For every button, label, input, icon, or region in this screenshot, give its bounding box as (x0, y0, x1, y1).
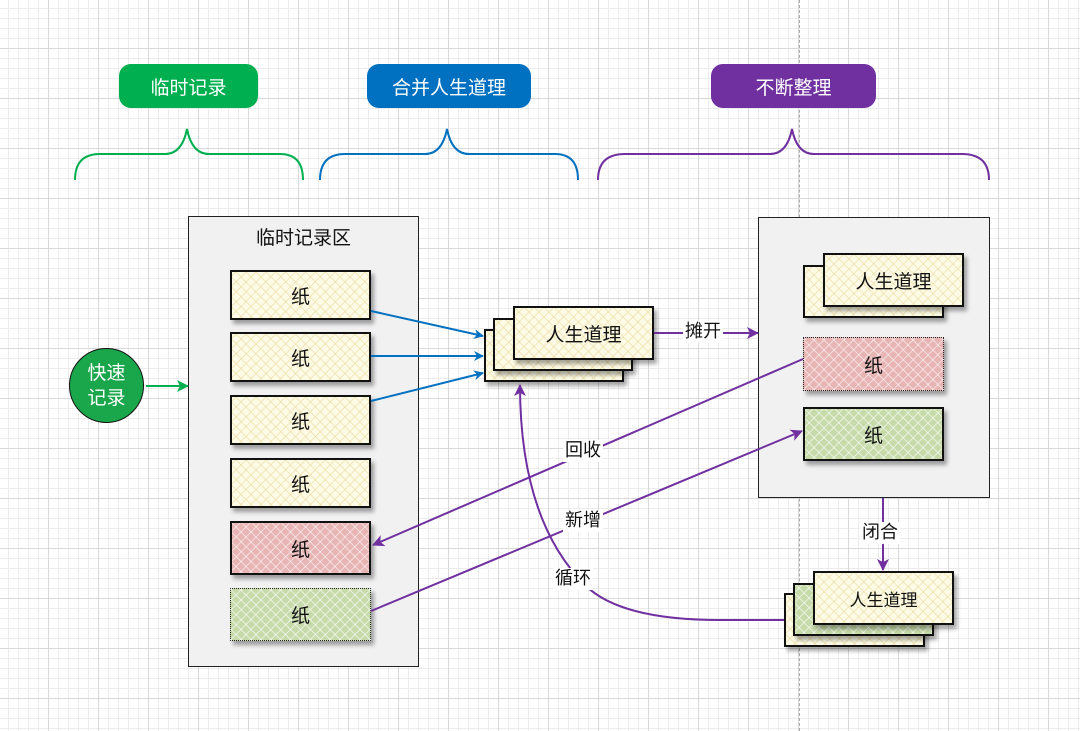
label-recycle: 回收 (563, 440, 603, 462)
arrow-merge-3 (370, 370, 484, 402)
brace-organize (597, 128, 990, 181)
temp-paper[interactable]: 纸 (230, 395, 371, 445)
organize-stack-front[interactable]: 人生道理 (823, 253, 964, 307)
brace-merge (319, 128, 579, 181)
quick-record-node[interactable]: 快速 记录 (69, 348, 144, 423)
closed-stack-front[interactable]: 人生道理 (813, 571, 954, 625)
temp-paper-recycled[interactable]: 纸 (230, 521, 371, 575)
temp-paper-new[interactable]: 纸 (230, 588, 371, 641)
label-close: 闭合 (860, 522, 900, 544)
arrow-merge-1 (370, 310, 484, 339)
label-add: 新增 (563, 510, 603, 532)
label-spread: 摊开 (683, 321, 723, 343)
phase-organize: 不断整理 (711, 64, 876, 108)
temp-paper[interactable]: 纸 (230, 458, 371, 508)
merged-stack-front[interactable]: 人生道理 (513, 306, 654, 360)
phase-temp-record: 临时记录 (119, 64, 258, 108)
label-loop: 循环 (553, 568, 593, 590)
organize-paper-recycle[interactable]: 纸 (803, 337, 944, 391)
quick-record-line1: 快速 (87, 361, 126, 384)
temp-area-title: 临时记录区 (255, 227, 351, 249)
temp-paper[interactable]: 纸 (230, 270, 371, 320)
phase-merge: 合并人生道理 (367, 64, 531, 108)
organize-paper-new[interactable]: 纸 (803, 407, 944, 461)
quick-record-line2: 记录 (87, 386, 126, 409)
temp-paper[interactable]: 纸 (230, 332, 371, 382)
brace-temp (74, 128, 304, 181)
